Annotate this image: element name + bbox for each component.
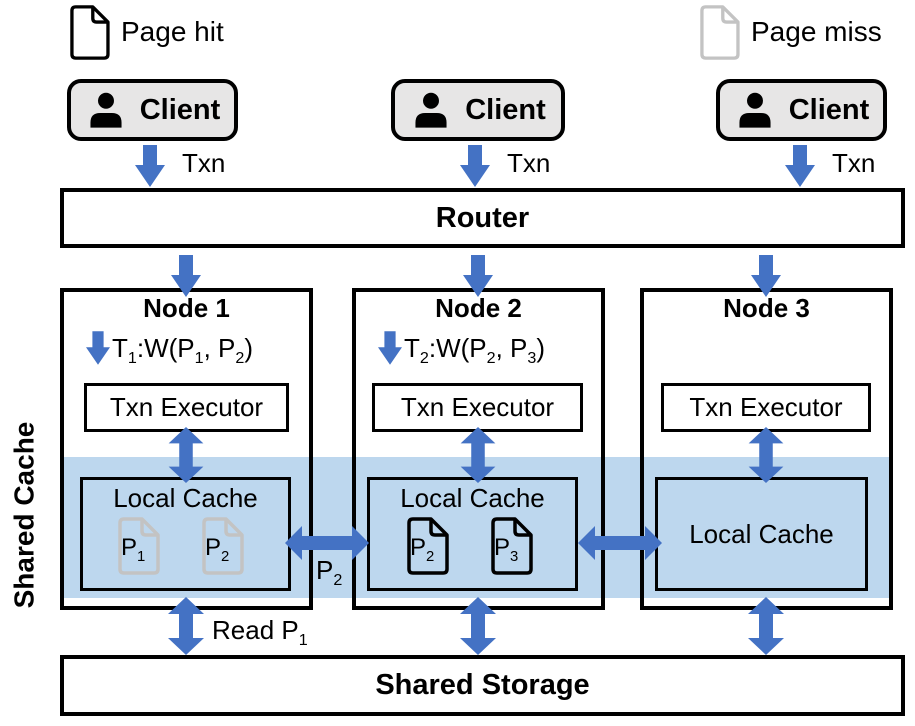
node-1-txn-arrow-icon xyxy=(86,331,110,365)
node-1-local-cache: Local Cache xyxy=(80,477,291,591)
client-1-label: Client xyxy=(139,93,221,126)
txn-arrow-1-icon xyxy=(135,145,165,187)
page-id: P2 xyxy=(205,534,230,565)
node-1-title: Node 1 xyxy=(143,293,230,323)
node-1-storage-arrow-icon xyxy=(168,597,204,655)
router-node2-arrow-icon xyxy=(463,255,493,297)
node-3-txn-executor: Txn Executor xyxy=(661,383,871,432)
shared-cache-band-label: Shared Cache xyxy=(8,421,39,609)
storage-read-label: Read P1 xyxy=(212,615,308,650)
router-node1-arrow-icon xyxy=(171,255,201,297)
node-1-page-2: P2 xyxy=(200,517,244,575)
node-2-storage-arrow-icon xyxy=(460,597,496,655)
node-1-cache-label: Local Cache xyxy=(113,483,258,513)
node-2-executor-label: Txn Executor xyxy=(400,392,555,422)
page-hit-icon xyxy=(70,5,110,60)
node-2-local-cache: Local Cache xyxy=(367,477,578,591)
node-2-exec-cache-arrow-icon xyxy=(460,427,496,483)
node-2-txn-text: T2:W(P2, P3) xyxy=(404,333,546,368)
txn-label-3: Txn xyxy=(832,148,876,178)
node-2-title: Node 2 xyxy=(435,293,522,323)
txn-arrow-2-icon xyxy=(460,145,490,187)
page-transfer-label: P2 xyxy=(316,555,343,590)
shared-storage-label: Shared Storage xyxy=(375,669,590,701)
router-node3-arrow-icon xyxy=(751,255,781,297)
node-3-executor-label: Txn Executor xyxy=(689,392,843,422)
node-3-cache-label: Local Cache xyxy=(689,518,834,549)
node-3-title: Node 3 xyxy=(723,293,810,323)
router-box: Router xyxy=(60,188,905,248)
person-icon xyxy=(415,92,447,128)
txn-label-2: Txn xyxy=(507,148,551,178)
page-hit-label: Page hit xyxy=(121,16,224,47)
client-1: Client xyxy=(67,79,238,141)
node-1-page-1: P1 xyxy=(116,517,160,575)
page-miss-icon xyxy=(700,5,740,60)
node-1-txn-executor: Txn Executor xyxy=(84,383,289,432)
client-3-label: Client xyxy=(788,93,870,126)
cache2-cache3-arrow-icon xyxy=(578,526,662,560)
page-id: P1 xyxy=(121,534,146,565)
node-2-page-2: P3 xyxy=(489,517,533,575)
node-1-executor-label: Txn Executor xyxy=(109,392,264,422)
page-miss-label: Page miss xyxy=(751,16,882,47)
node-3-exec-cache-arrow-icon xyxy=(748,427,784,483)
node-2-txn-arrow-icon xyxy=(378,331,402,365)
node-1-exec-cache-arrow-icon xyxy=(168,427,204,483)
client-2: Client xyxy=(391,79,565,141)
txn-arrow-3-icon xyxy=(785,145,815,187)
person-icon xyxy=(90,92,122,128)
person-icon xyxy=(739,92,771,128)
node-2-page-1: P2 xyxy=(405,517,449,575)
client-3: Client xyxy=(716,79,887,141)
page-id: P2 xyxy=(410,534,435,565)
router-label: Router xyxy=(435,201,530,234)
node-3-local-cache: Local Cache xyxy=(655,477,868,591)
node-2-txn-executor: Txn Executor xyxy=(372,383,583,432)
page-id: P3 xyxy=(494,534,519,565)
txn-label-1: Txn xyxy=(182,148,226,178)
node-3-storage-arrow-icon xyxy=(748,597,784,655)
node-2-cache-label: Local Cache xyxy=(400,483,545,513)
node-1-txn-text: T1:W(P1, P2) xyxy=(112,333,254,368)
shared-storage-box: Shared Storage xyxy=(60,655,905,716)
client-2-label: Client xyxy=(465,93,546,126)
